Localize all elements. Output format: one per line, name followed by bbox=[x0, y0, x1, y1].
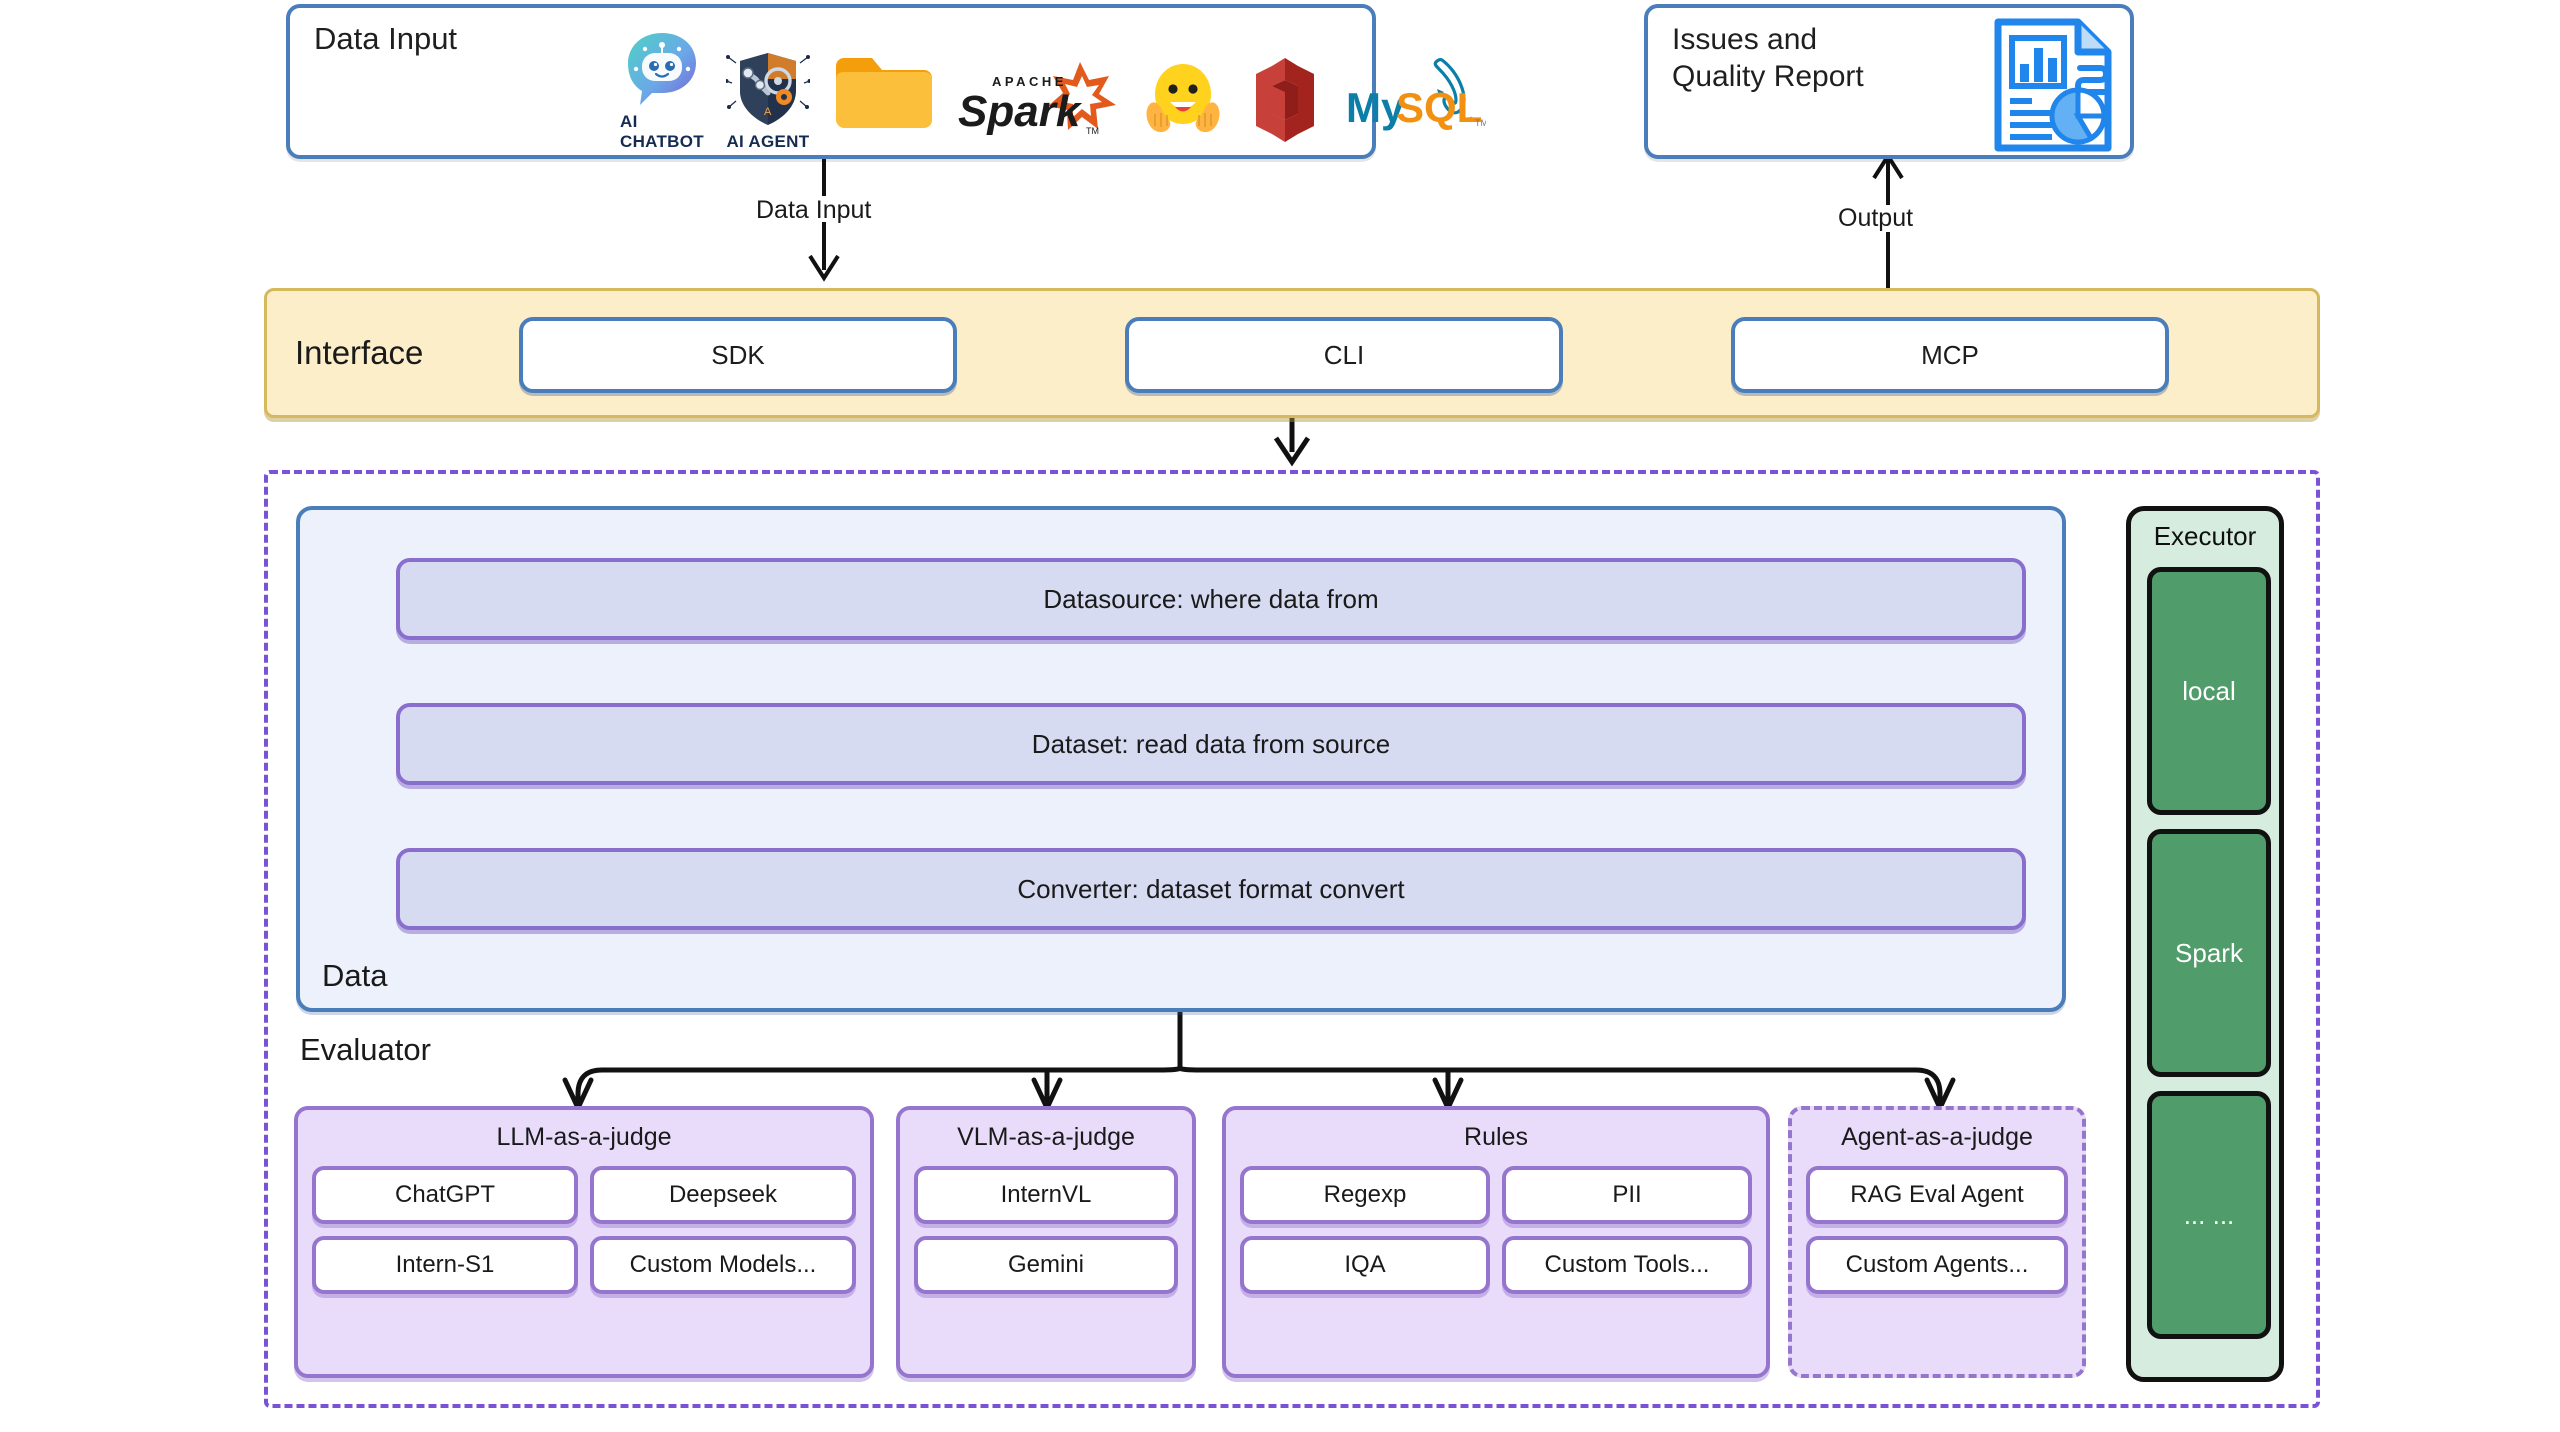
judge-group-vlm-title: VLM-as-a-judge bbox=[957, 1123, 1135, 1151]
executor-item-more-label: ... ... bbox=[2183, 1199, 2235, 1230]
connector-label-output: Output bbox=[1838, 204, 1914, 232]
judge-group-llm-items: ChatGPT Deepseek Intern-S1 Custom Models… bbox=[312, 1166, 856, 1360]
connector-interface-to-core bbox=[1273, 418, 1311, 467]
judge-chip-gemini[interactable]: Gemini bbox=[914, 1236, 1178, 1294]
data-input-title: Data Input bbox=[314, 21, 458, 56]
executor-item-more[interactable]: ... ... bbox=[2147, 1091, 2271, 1339]
data-panel-label: Data bbox=[322, 958, 388, 993]
executor-title: Executor bbox=[2153, 521, 2257, 551]
judge-chip-chatgpt[interactable]: ChatGPT bbox=[312, 1166, 578, 1224]
judge-group-rules-items: Regexp PII IQA Custom Tools... bbox=[1240, 1166, 1752, 1360]
ai-chatbot-icon bbox=[627, 33, 696, 105]
stage-datasource-label: Datasource: where data from bbox=[1043, 583, 1379, 614]
interface-title: Interface bbox=[295, 334, 424, 371]
judge-chip-custom-agents[interactable]: Custom Agents... bbox=[1806, 1236, 2068, 1294]
stage-dataset-label: Dataset: read data from source bbox=[1031, 728, 1391, 759]
executor-item-spark[interactable]: Spark bbox=[2147, 829, 2271, 1077]
data-input-box: Data Input bbox=[286, 4, 1486, 159]
evaluator-label: Evaluator bbox=[300, 1032, 431, 1067]
judge-group-rules: Rules Regexp PII IQA Custom Tools... bbox=[1222, 1106, 1770, 1378]
quality-report-box: Issues and Quality Report bbox=[1644, 4, 2134, 159]
judge-group-agent: Agent-as-a-judge RAG Eval Agent Custom A… bbox=[1788, 1106, 2086, 1378]
judge-group-agent-title: Agent-as-a-judge bbox=[1841, 1123, 2033, 1151]
judge-chip-internvl[interactable]: InternVL bbox=[914, 1166, 1178, 1224]
interface-button-cli-label: CLI bbox=[1323, 339, 1365, 370]
interface-bar: Interface SDK CLI MCP bbox=[264, 288, 2320, 418]
judge-group-vlm: VLM-as-a-judge InternVL Gemini bbox=[896, 1106, 1196, 1378]
svg-text:APACHE: APACHE bbox=[992, 74, 1067, 89]
executor-panel: Executor local Spark ... ... bbox=[2126, 506, 2284, 1382]
folder-icon bbox=[835, 58, 932, 128]
executor-item-spark-label: Spark bbox=[2175, 937, 2243, 968]
logo-ai-agent: A AI AGENT bbox=[725, 49, 810, 152]
stage-datasource[interactable]: Datasource: where data from bbox=[396, 558, 2026, 640]
interface-button-mcp[interactable]: MCP bbox=[1731, 317, 2169, 393]
hugging-face-icon bbox=[1146, 64, 1220, 133]
logo-apache-spark: APACHE Spark TM bbox=[958, 60, 1120, 152]
svg-text:TM: TM bbox=[1086, 126, 1099, 136]
logo-caption-ai-chatbot: AI CHATBOT bbox=[620, 112, 704, 151]
ai-agent-icon: A bbox=[725, 53, 810, 125]
mysql-icon: My SQL TM bbox=[1346, 58, 1486, 131]
judge-chip-deepseek[interactable]: Deepseek bbox=[590, 1166, 856, 1224]
data-input-logo-row: AI CHATBOT bbox=[620, 24, 1486, 152]
judge-group-llm-title: LLM-as-a-judge bbox=[496, 1123, 672, 1151]
judge-chip-intern-s1[interactable]: Intern-S1 bbox=[312, 1236, 578, 1294]
svg-text:TM: TM bbox=[1475, 118, 1486, 128]
interface-button-mcp-label: MCP bbox=[1921, 339, 1979, 370]
judge-chip-iqa[interactable]: IQA bbox=[1240, 1236, 1490, 1294]
executor-item-local-label: local bbox=[2182, 675, 2236, 706]
svg-text:My: My bbox=[1346, 84, 1405, 131]
interface-button-sdk-label: SDK bbox=[711, 339, 765, 370]
logo-folder bbox=[832, 52, 936, 152]
interface-button-cli[interactable]: CLI bbox=[1125, 317, 1563, 393]
report-document-icon bbox=[1992, 16, 2114, 159]
logo-ai-chatbot: AI CHATBOT bbox=[620, 29, 704, 152]
amazon-redshift-icon bbox=[1255, 58, 1314, 142]
judge-chip-regexp[interactable]: Regexp bbox=[1240, 1166, 1490, 1224]
svg-text:A: A bbox=[764, 106, 772, 118]
executor-item-local[interactable]: local bbox=[2147, 567, 2271, 815]
judge-chip-pii[interactable]: PII bbox=[1502, 1166, 1752, 1224]
judge-chip-custom-tools[interactable]: Custom Tools... bbox=[1502, 1236, 1752, 1294]
quality-report-title: Issues and Quality Report bbox=[1672, 23, 1864, 93]
logo-amazon-redshift bbox=[1246, 56, 1324, 152]
interface-button-sdk[interactable]: SDK bbox=[519, 317, 957, 393]
stage-converter-label: Converter: dataset format convert bbox=[1017, 873, 1405, 904]
stage-converter[interactable]: Converter: dataset format convert bbox=[396, 848, 2026, 930]
judge-group-vlm-items: InternVL Gemini bbox=[914, 1166, 1178, 1360]
core-container bbox=[264, 470, 2320, 1408]
svg-text:Spark: Spark bbox=[958, 87, 1083, 136]
stage-dataset[interactable]: Dataset: read data from source bbox=[396, 703, 2026, 785]
logo-hugging-face bbox=[1142, 58, 1224, 152]
apache-spark-logo-icon: APACHE Spark TM bbox=[958, 62, 1116, 136]
svg-text:SQL: SQL bbox=[1396, 84, 1482, 131]
judge-group-rules-title: Rules bbox=[1464, 1123, 1528, 1151]
data-panel: Data Datasource: where data from Dataset… bbox=[296, 506, 2066, 1012]
judge-group-llm: LLM-as-a-judge ChatGPT Deepseek Intern-S… bbox=[294, 1106, 874, 1378]
connector-label-data-input: Data Input bbox=[756, 196, 872, 224]
logo-caption-ai-agent: AI AGENT bbox=[726, 132, 810, 151]
logo-mysql: My SQL TM bbox=[1346, 56, 1486, 152]
judge-group-agent-items: RAG Eval Agent Custom Agents... bbox=[1806, 1166, 2068, 1360]
judge-chip-custom-models[interactable]: Custom Models... bbox=[590, 1236, 856, 1294]
judge-chip-rag-eval-agent[interactable]: RAG Eval Agent bbox=[1806, 1166, 2068, 1224]
